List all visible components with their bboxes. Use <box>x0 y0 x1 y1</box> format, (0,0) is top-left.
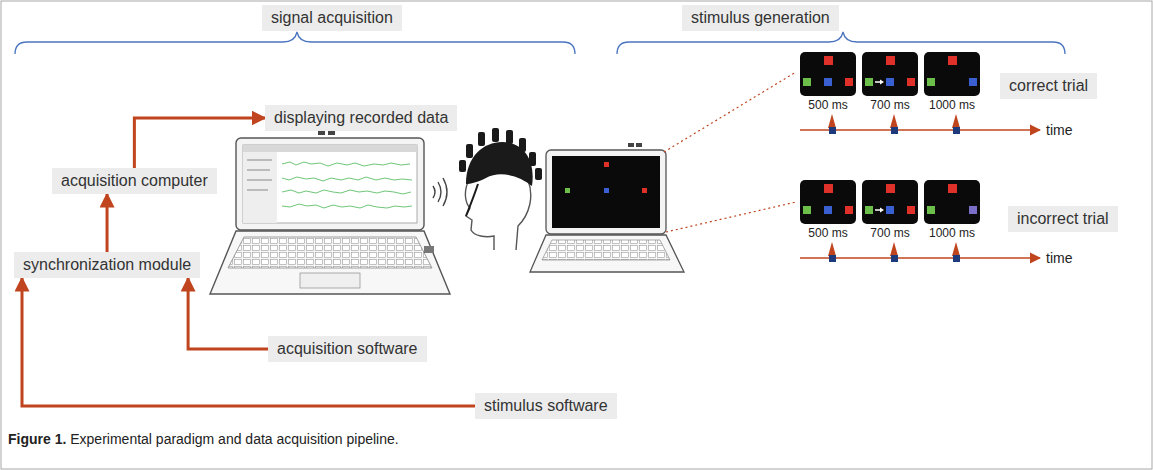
process-box: acquisition software <box>268 336 427 362</box>
node-text: incorrect trial <box>1017 209 1109 229</box>
trial-frames <box>800 180 980 224</box>
node-text: stimulus software <box>484 396 608 416</box>
axis-label: time <box>1046 250 1072 266</box>
flow-arrow <box>106 194 109 252</box>
process-box: stimulus software <box>475 393 617 419</box>
timeline <box>800 242 1040 262</box>
time-label: 500 ms <box>808 98 847 112</box>
process-box: synchronization module <box>14 252 200 278</box>
flow-arrow <box>22 278 475 406</box>
brace <box>15 32 575 54</box>
axis-label: time <box>1046 122 1072 138</box>
node-text: stimulus generation <box>691 8 830 28</box>
time-label: 1000 ms <box>929 226 975 240</box>
trial-label: correct trial <box>1000 73 1097 99</box>
wireless-symbol <box>433 178 447 206</box>
process-box: acquisition computer <box>52 168 217 194</box>
node-text: synchronization module <box>23 255 191 275</box>
brace <box>617 32 1065 54</box>
node-text: correct trial <box>1009 76 1088 96</box>
time-label: 700 ms <box>870 226 909 240</box>
node-text: acquisition computer <box>61 171 208 191</box>
head-with-eeg-cap <box>459 128 542 250</box>
node-text: signal acquisition <box>271 8 393 28</box>
node-text: displaying recorded data <box>274 108 448 128</box>
flow-arrow <box>188 278 268 349</box>
time-label: 500 ms <box>808 226 847 240</box>
timeline <box>800 114 1040 134</box>
zoom-line <box>666 202 796 232</box>
time-label: 1000 ms <box>929 98 975 112</box>
flow-arrow <box>134 118 265 168</box>
node-text: acquisition software <box>277 339 418 359</box>
process-box: displaying recorded data <box>265 105 457 131</box>
trial-label: incorrect trial <box>1008 206 1118 232</box>
acquisition-laptop <box>210 131 450 294</box>
section-heading: signal acquisition <box>262 5 402 31</box>
figure-caption: Figure 1. Experimental paradigm and data… <box>8 430 399 448</box>
zoom-line <box>664 72 796 152</box>
time-label: 700 ms <box>870 98 909 112</box>
stimulus-laptop <box>530 143 684 272</box>
trial-frames <box>800 52 980 96</box>
section-heading: stimulus generation <box>682 5 839 31</box>
